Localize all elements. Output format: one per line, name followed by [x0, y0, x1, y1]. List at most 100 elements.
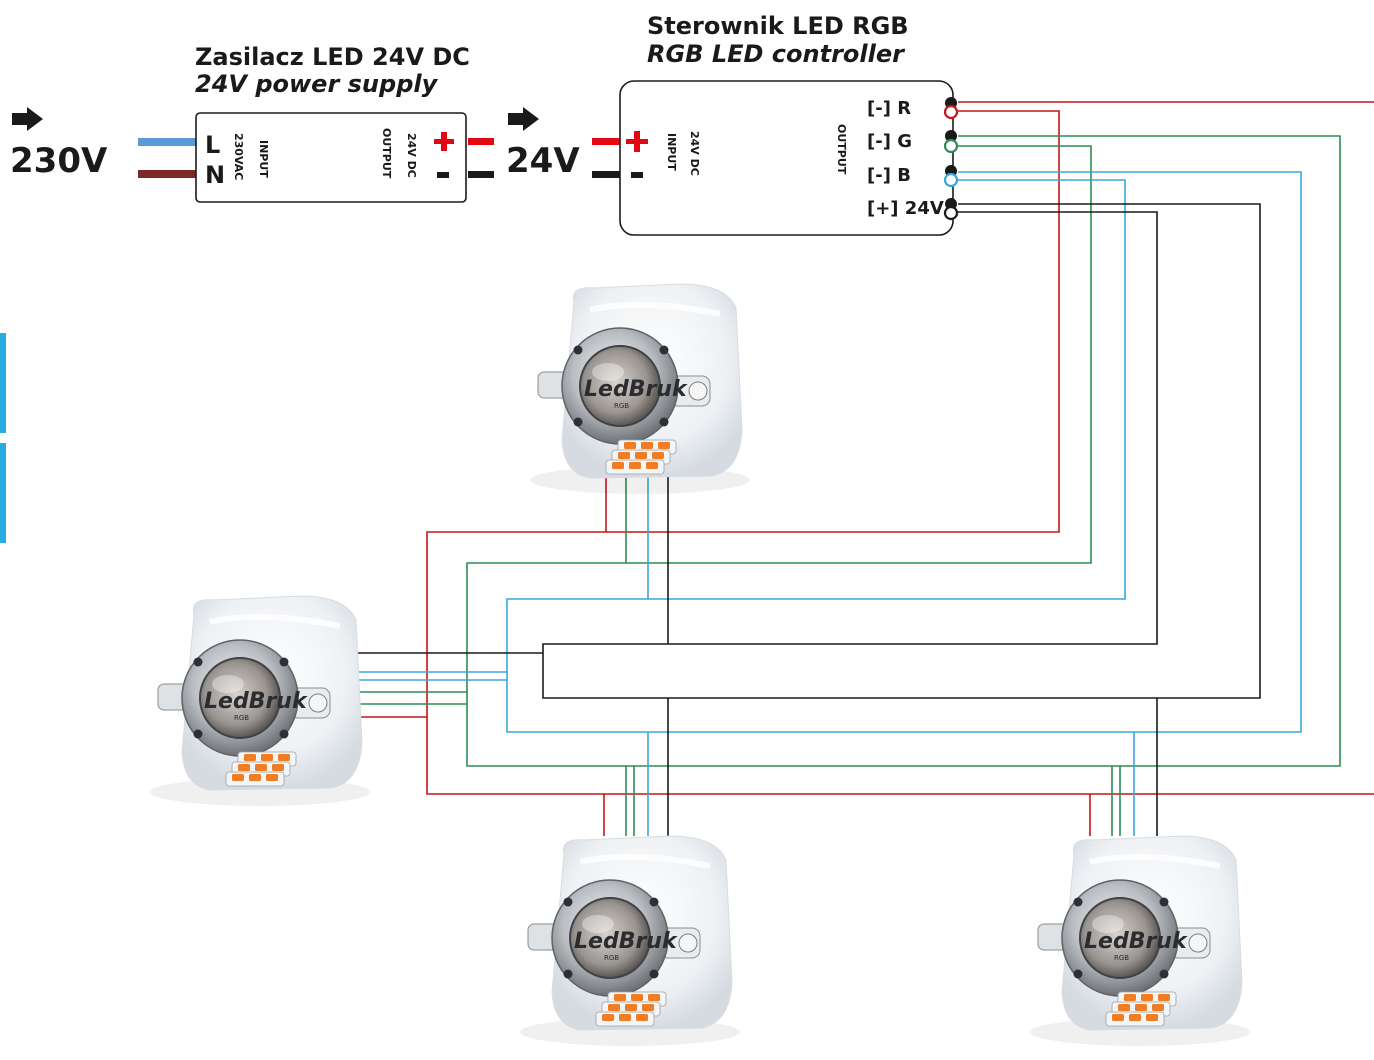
connector-lever — [244, 754, 256, 761]
connector-lever — [646, 462, 658, 469]
lens-glare — [592, 363, 624, 381]
connector-lever — [625, 1004, 637, 1011]
connector-lever — [278, 754, 290, 761]
lamp-lens — [569, 897, 651, 979]
housing-screw — [573, 417, 583, 427]
ctrl-plus-sign-v — [634, 131, 640, 152]
housing-screw — [649, 969, 659, 979]
connector-lever — [249, 774, 261, 781]
connector-lever — [629, 462, 641, 469]
connector-lever — [266, 774, 278, 781]
terminal-b-label: [-] B — [867, 165, 911, 186]
connector-lever — [631, 994, 643, 1001]
wires — [357, 101, 1374, 836]
connector-lever — [618, 452, 630, 459]
gland-cap — [688, 381, 708, 401]
connector-lever — [648, 994, 660, 1001]
connector-lever — [1146, 1014, 1158, 1021]
wire-connectors — [595, 991, 667, 1027]
terminal-g-label: [-] G — [867, 131, 912, 152]
connector-lever — [658, 442, 670, 449]
connector-lever — [624, 442, 636, 449]
gland-cap — [678, 933, 698, 953]
terminal-g-black-dot — [945, 130, 957, 142]
terminal-24v-label: [+] 24V — [867, 198, 944, 219]
power-supply-subtitle: 24V power supply — [195, 70, 439, 98]
lamp-brand-label: LedBruk — [1084, 929, 1188, 954]
dc-link: 24V — [468, 107, 620, 181]
terminal-24v-white-dot — [943, 205, 959, 221]
controller-title: Sterownik LED RGB — [647, 12, 909, 40]
connector-lever — [614, 994, 626, 1001]
housing-screw — [563, 969, 573, 979]
connector-lever — [1152, 1004, 1164, 1011]
power-supply-title: Zasilacz LED 24V DC — [195, 43, 470, 71]
housing-screw — [279, 657, 289, 667]
connector-lever — [1158, 994, 1170, 1001]
mains-input: 230V — [10, 107, 108, 181]
terminal-r-red-dot — [943, 104, 959, 120]
lamp-variant-label: RGB — [604, 954, 619, 962]
lamp-brand-label: LedBruk — [204, 689, 308, 714]
dc-minus-wire-ps — [468, 171, 494, 178]
housing-screw — [563, 897, 573, 907]
ps-plus-sign-v — [441, 132, 447, 151]
wire-connectors — [225, 751, 297, 787]
connector-lever — [1118, 1004, 1130, 1011]
lens-glare — [1092, 915, 1124, 933]
rgb-controller: Sterownik LED RGB RGB LED controller INP… — [619, 12, 959, 236]
dc-arrow-icon — [508, 107, 539, 131]
connector-lever — [641, 442, 653, 449]
connector-lever — [602, 1014, 614, 1021]
connector-lever — [1141, 994, 1153, 1001]
connector-lever — [238, 764, 250, 771]
green-wire-network — [357, 135, 1341, 836]
housing-screw — [573, 345, 583, 355]
gland-cap — [308, 693, 328, 713]
housing-screw — [649, 897, 659, 907]
stone-highlight — [1089, 853, 1221, 869]
dc-voltage-label: 24V — [506, 141, 580, 181]
connector-lever — [261, 754, 273, 761]
terminal-l-label: L — [205, 131, 220, 159]
lamp-lens — [1079, 897, 1161, 979]
ctrl-output-label: OUTPUT — [835, 124, 848, 175]
ps-input-voltage-label: 230VAC — [232, 133, 245, 180]
connector-lever — [608, 1004, 620, 1011]
housing-screw — [659, 417, 669, 427]
wire-connectors — [605, 439, 677, 475]
stone-highlight — [579, 853, 711, 869]
connector-lever — [619, 1014, 631, 1021]
housing-screw — [659, 345, 669, 355]
lens-glare — [582, 915, 614, 933]
lamp-variant-label: RGB — [234, 714, 249, 722]
connector-lever — [232, 774, 244, 781]
lamp-lens — [579, 345, 661, 427]
ps-minus-sign — [437, 172, 449, 178]
lamp-lens — [199, 657, 281, 739]
connector-lever — [635, 452, 647, 459]
lamp-variant-label: RGB — [1114, 954, 1129, 962]
power-supply: Zasilacz LED 24V DC 24V power supply L N… — [138, 43, 470, 203]
connector-lever — [1124, 994, 1136, 1001]
side-tab-bottom — [0, 443, 6, 543]
lamp-brand-label: LedBruk — [574, 929, 678, 954]
connector-lever — [255, 764, 267, 771]
dc-plus-wire-ps — [468, 138, 494, 145]
mains-neutral-wire — [138, 170, 196, 178]
red-wire-network — [357, 101, 1374, 836]
housing-screw — [1073, 969, 1083, 979]
black-wire-network — [357, 203, 1261, 836]
connector-lever — [272, 764, 284, 771]
connector-lever — [1112, 1014, 1124, 1021]
connector-lever — [1135, 1004, 1147, 1011]
controller-subtitle: RGB LED controller — [647, 40, 906, 68]
terminal-b-blue-dot — [943, 172, 959, 188]
mains-voltage-label: 230V — [10, 141, 108, 181]
side-tab-top — [0, 333, 6, 433]
ps-output-label: OUTPUT — [380, 128, 393, 179]
